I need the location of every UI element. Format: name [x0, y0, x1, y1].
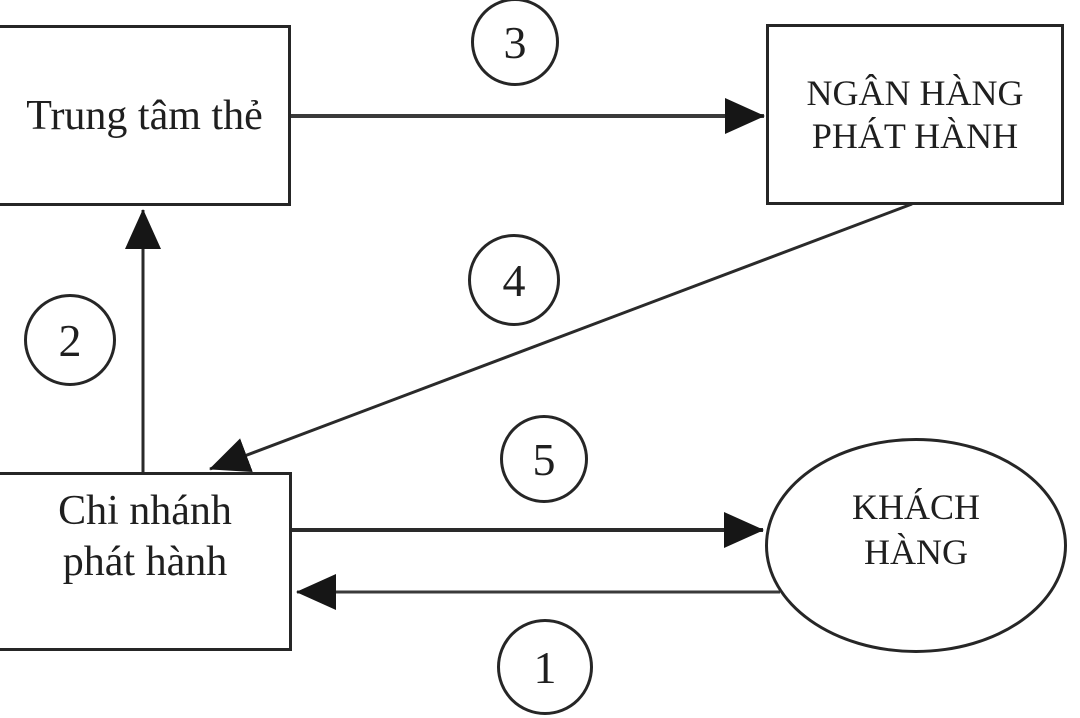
node-issuing-bank-label-line1: NGÂN HÀNG: [806, 72, 1024, 113]
node-customer: KHÁCH HÀNG: [765, 438, 1067, 653]
step-badge-2: 2: [24, 294, 116, 386]
node-issuing-bank: NGÂN HÀNG PHÁT HÀNH: [766, 24, 1064, 205]
step-badge-1: 1: [497, 619, 593, 715]
step-badge-2-number: 2: [58, 314, 82, 366]
node-card-center-label: Trung tâm thẻ: [26, 92, 263, 139]
node-card-center: Trung tâm thẻ: [0, 25, 291, 206]
step-badge-5: 5: [500, 415, 588, 503]
step-badge-4-number: 4: [502, 254, 526, 306]
step-badge-3-number: 3: [503, 16, 527, 68]
node-issuing-bank-label-line2: PHÁT HÀNH: [811, 115, 1019, 156]
step-badge-4: 4: [468, 234, 560, 326]
node-customer-label-line2: HÀNG: [864, 531, 968, 572]
step-badge-3: 3: [471, 0, 559, 86]
step-badge-5-number: 5: [532, 433, 556, 485]
node-issuing-branch: Chi nhánh phát hành: [0, 472, 292, 651]
step-badge-1-number: 1: [533, 641, 557, 693]
node-customer-label-line1: KHÁCH: [851, 486, 980, 527]
node-issuing-branch-label-line1: Chi nhánh: [58, 487, 232, 534]
node-issuing-branch-label-line2: phát hành: [62, 538, 228, 585]
arrow-4-issuing-bank-to-issuing-branch: [209, 202, 913, 473]
